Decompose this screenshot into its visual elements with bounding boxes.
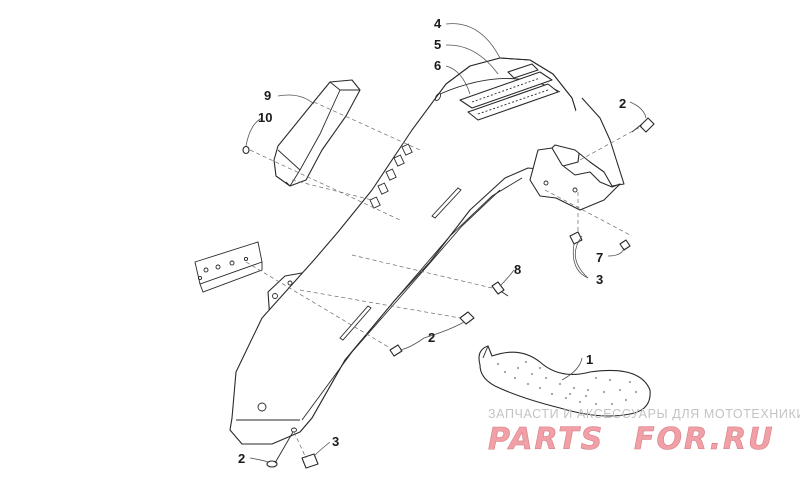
callout-7: 7	[596, 250, 603, 265]
part-9-handle	[273, 79, 361, 187]
callout-9: 9	[264, 88, 271, 103]
callout-1: 1	[586, 352, 593, 367]
callout-3-right: 3	[596, 272, 603, 287]
callout-2-bottom: 2	[238, 451, 245, 466]
leader-lines	[245, 23, 647, 463]
callout-labels: 1 2 2 2 3 3 4 5 6 7 8 9 10	[238, 16, 626, 466]
watermark-brand-right: FOR.RU	[634, 422, 775, 457]
callout-6: 6	[434, 58, 441, 73]
reflector-strips	[459, 63, 559, 121]
frame-bracket	[194, 241, 263, 293]
part-1-pad	[478, 345, 651, 417]
callout-10: 10	[258, 110, 272, 125]
callout-2-center: 2	[428, 330, 435, 345]
callout-4: 4	[434, 16, 442, 31]
watermark: ЗАПЧАСТИ И АКСЕССУАРЫ ДЛЯ МОТОТЕХНИКИ PA…	[488, 407, 800, 457]
assembly-lines	[245, 101, 643, 459]
callout-8: 8	[514, 262, 521, 277]
callout-3-bottom: 3	[332, 434, 339, 449]
watermark-brand-left: PARTS	[488, 422, 604, 457]
watermark-tagline: ЗАПЧАСТИ И АКСЕССУАРЫ ДЛЯ МОТОТЕХНИКИ	[488, 407, 800, 421]
rear-fender	[229, 57, 625, 445]
callout-5: 5	[434, 37, 441, 52]
callout-2-right: 2	[619, 96, 626, 111]
